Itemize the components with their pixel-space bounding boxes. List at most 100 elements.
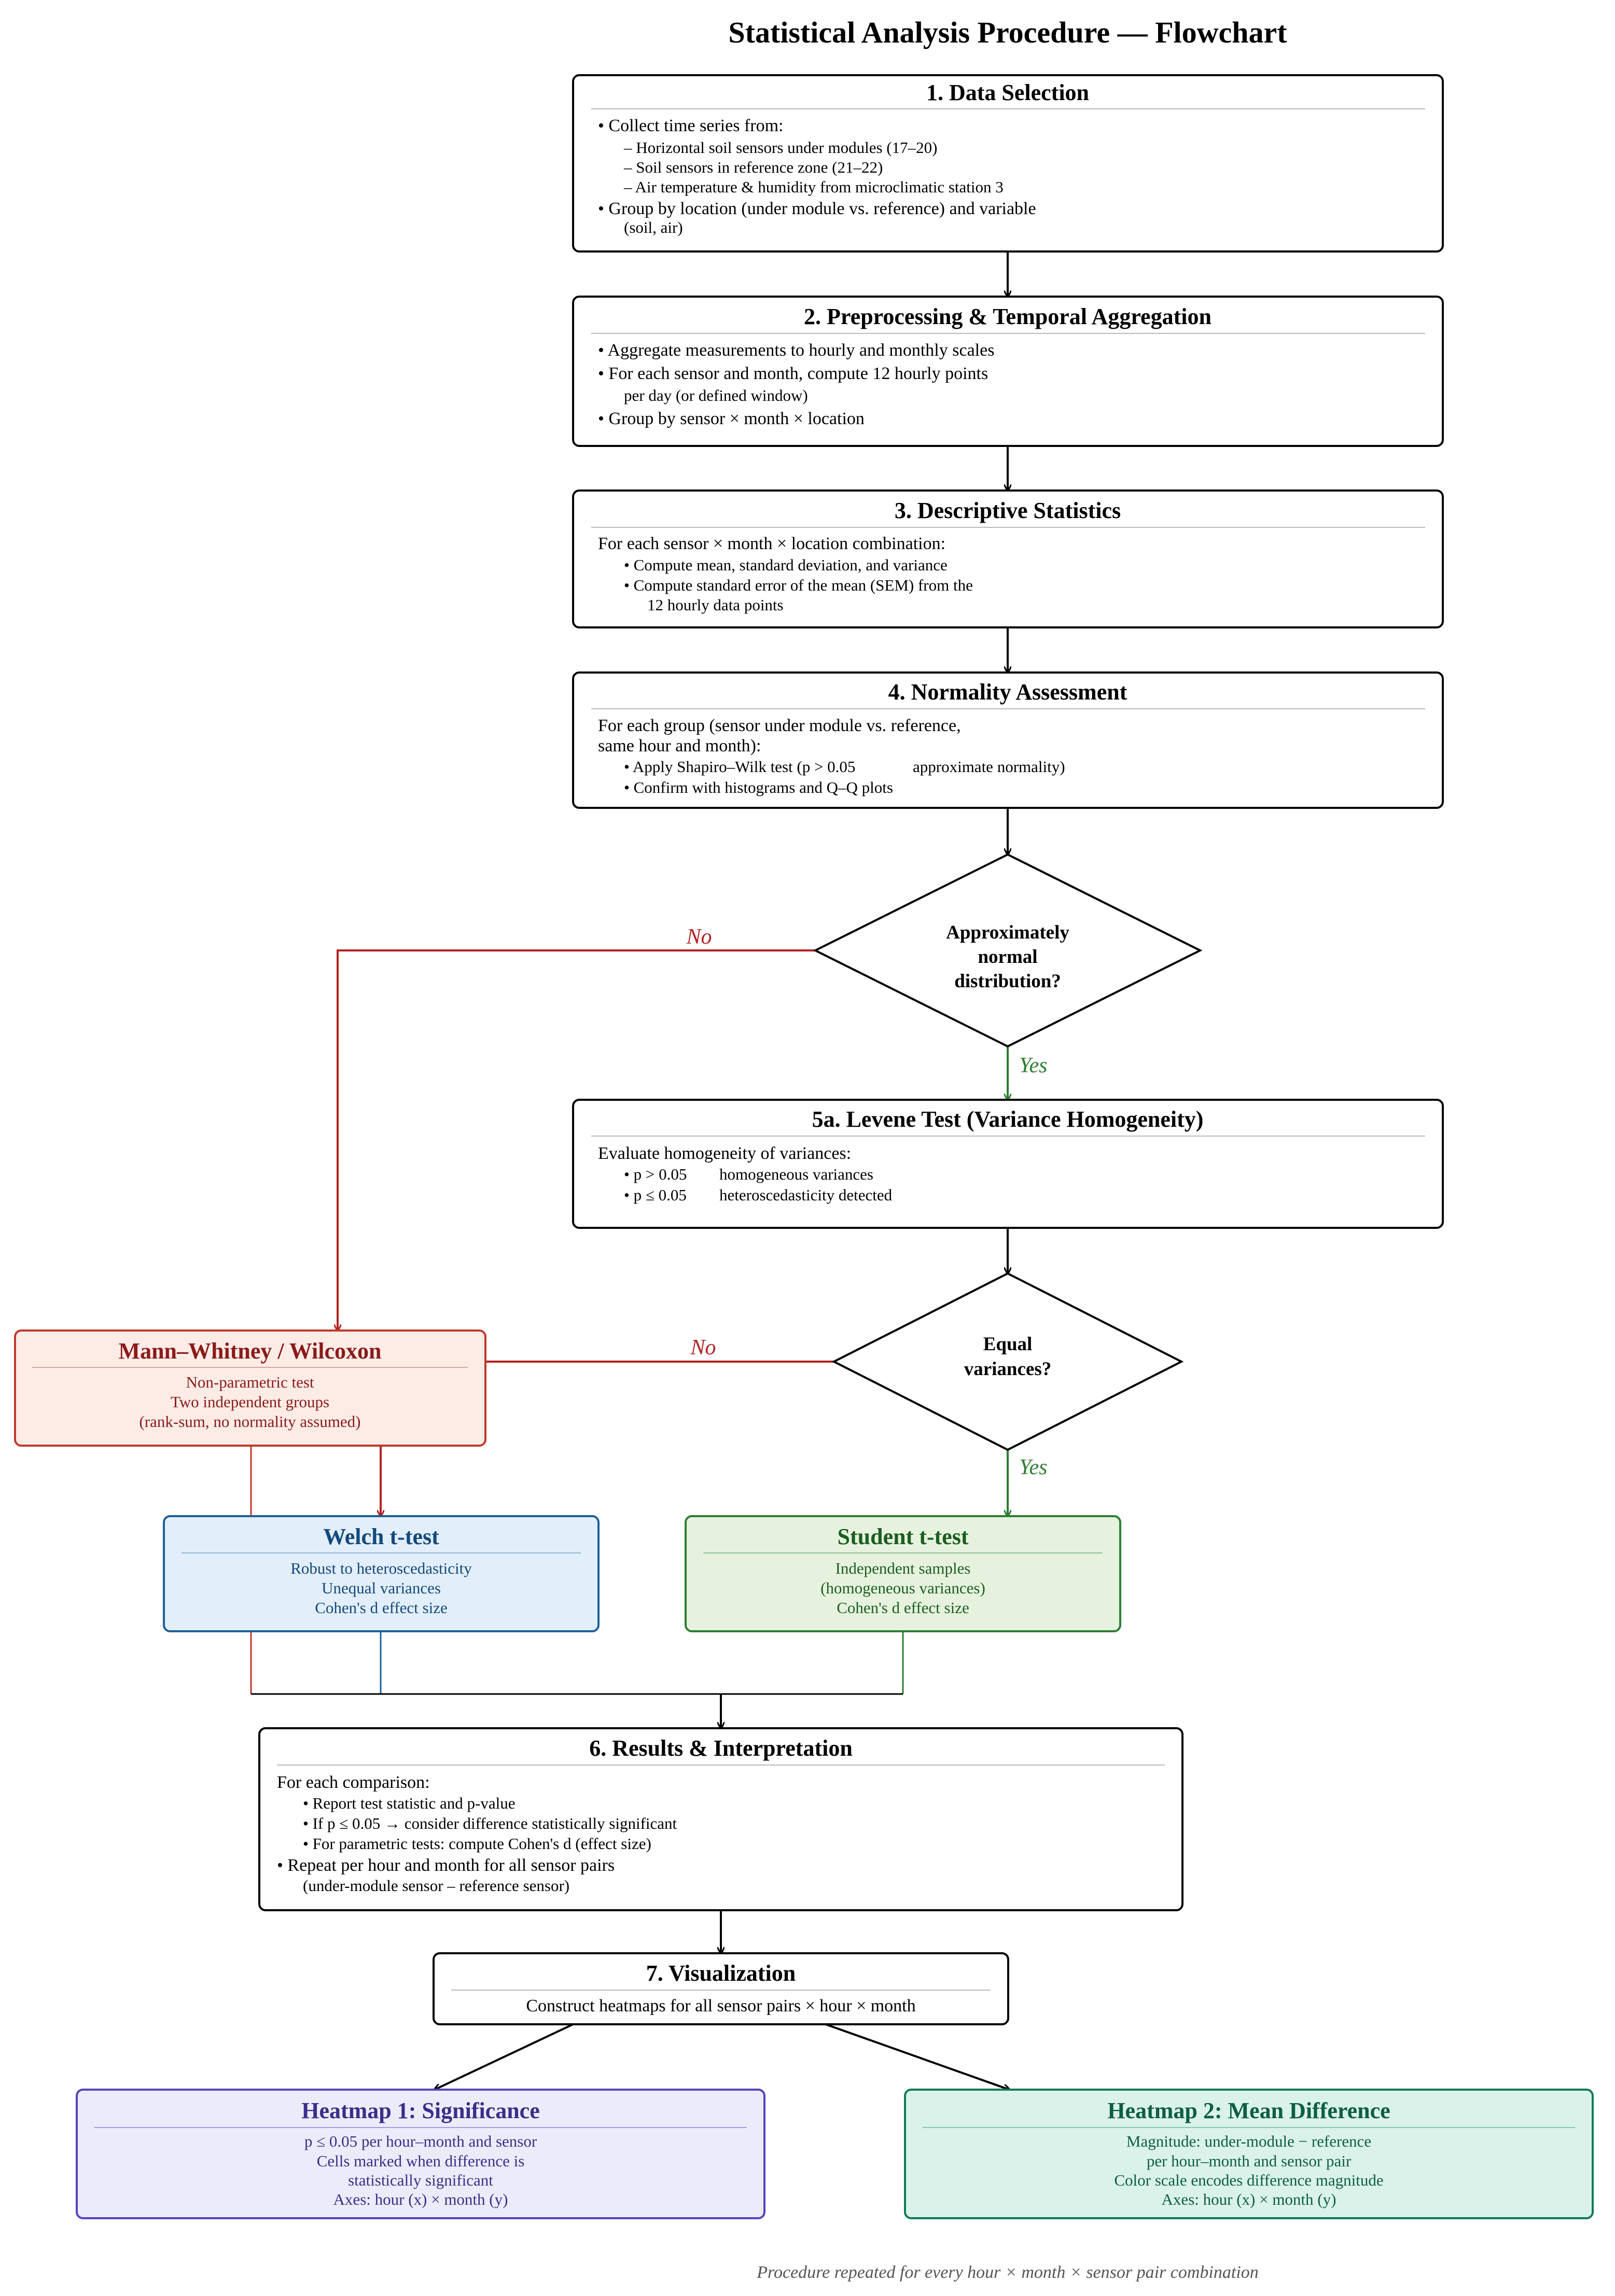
step-1-heading: 1. Data Selection (926, 80, 1089, 105)
step-6-box (258, 1727, 1184, 1911)
step-3-line-3: • Compute standard error of the mean (SE… (624, 576, 973, 594)
arrow-7-to-heatmap2 (825, 2023, 1009, 2090)
step-1-line-5: • Group by location (under module vs. re… (598, 199, 1036, 218)
step-4-line-3a: • Apply Shapiro–Wilk test (p > 0.05 (624, 758, 855, 776)
step-7-heading: 7. Visualization (646, 1961, 796, 1986)
step-6-heading: 6. Results & Interpretation (589, 1735, 853, 1761)
heatmap-2-line-2: per hour–month and sensor pair (1147, 2152, 1352, 2170)
step-6-line-3: • If p ≤ 0.05 → consider difference stat… (303, 1814, 677, 1832)
step-3-line-4: 12 hourly data points (647, 596, 784, 614)
student-line-2: (homogeneous variances) (820, 1579, 985, 1597)
step-4-normality: 4. Normality Assessment For each group (… (572, 671, 1444, 809)
student-line-1: Independent samples (836, 1559, 971, 1577)
heatmap-2-line-1: Magnitude: under-module − reference (1126, 2132, 1371, 2150)
step-4-heading: 4. Normality Assessment (888, 679, 1127, 705)
step-1-data-selection: 1. Data Selection • Collect time series … (572, 74, 1444, 253)
step-3-descriptive: 3. Descriptive Statistics For each senso… (572, 489, 1444, 628)
step-3-line-1: For each sensor × month × location combi… (598, 534, 945, 553)
step-5a-line-3b: heteroscedasticity detected (719, 1186, 893, 1204)
step-2-preprocessing: 2. Preprocessing & Temporal Aggregation … (572, 296, 1444, 447)
step-1-line-2: – Horizontal soil sensors under modules … (623, 138, 937, 157)
welch-line-2: Unequal variances (322, 1579, 441, 1597)
step-7-line-1: Construct heatmaps for all sensor pairs … (526, 1996, 915, 2015)
heatmap-1-line-1: p ≤ 0.05 per hour–month and sensor (304, 2132, 537, 2150)
student-heading: Student t-test (838, 1524, 969, 1549)
heatmap-1-line-2: Cells marked when difference is (317, 2152, 525, 2170)
step-6-line-4: • For parametric tests: compute Cohen's … (303, 1835, 651, 1853)
step-4-line-2: same hour and month): (598, 736, 761, 755)
step-6-line-5: • Repeat per hour and month for all sens… (277, 1856, 615, 1875)
step-1-box (572, 74, 1444, 253)
student-line-3: Cohen's d effect size (837, 1599, 969, 1617)
decision-equal-variances: Equal variances? (831, 1272, 1184, 1451)
heatmap-2-box (904, 2089, 1594, 2219)
page-title: Statistical Analysis Procedure — Flowcha… (728, 16, 1287, 49)
decision1-yes-label: Yes (1019, 1054, 1048, 1077)
step-2-line-2: • For each sensor and month, compute 12 … (598, 364, 988, 383)
step-1-line-3: – Soil sensors in reference zone (21–22) (623, 158, 883, 176)
step-5a-heading: 5a. Levene Test (Variance Homogeneity) (812, 1107, 1204, 1132)
heatmap-1-significance: Heatmap 1: Significance p ≤ 0.05 per hou… (76, 2089, 765, 2219)
step-1-line-6: (soil, air) (624, 218, 683, 236)
step-5a-box (572, 1099, 1444, 1229)
heatmap-1-line-4: Axes: hour (x) × month (y) (333, 2190, 508, 2208)
mann-whitney-line-3: (rank-sum, no normality assumed) (139, 1412, 360, 1431)
step-4-line-3b: approximate normality) (913, 758, 1065, 776)
decision-2-line-2: variances? (964, 1359, 1052, 1380)
decision-normality: Approximately normal distribution? (813, 853, 1203, 1048)
decision1-no-label: No (686, 925, 712, 949)
welch-line-1: Robust to heteroscedasticity (290, 1559, 472, 1577)
mann-whitney-box (14, 1329, 486, 1447)
decision-2-line-1: Equal (983, 1334, 1033, 1355)
step-1-line-1: • Collect time series from: (598, 116, 783, 135)
step-2-line-4: • Group by sensor × month × location (598, 409, 865, 428)
decision-1-diamond (813, 853, 1203, 1048)
heatmap-2-line-3: Color scale encodes difference magnitude (1114, 2171, 1383, 2189)
step-5a-levene: 5a. Levene Test (Variance Homogeneity) E… (572, 1099, 1444, 1229)
welch-box (163, 1515, 600, 1632)
welch-heading: Welch t-test (323, 1524, 439, 1549)
mann-whitney-line-2: Two independent groups (171, 1393, 329, 1411)
step-4-line-1: For each group (sensor under module vs. … (598, 716, 961, 735)
mann-whitney-heading: Mann–Whitney / Wilcoxon (119, 1338, 382, 1364)
mann-whitney-line-1: Non-parametric test (186, 1373, 314, 1391)
mann-whitney-box-group: Mann–Whitney / Wilcoxon Non-parametric t… (14, 1329, 486, 1447)
decision-1-line-2: normal (978, 946, 1037, 968)
step-5a-line-2b: homogeneous variances (719, 1165, 873, 1183)
welch-box-group: Welch t-test Robust to heteroscedasticit… (163, 1515, 600, 1632)
step-4-box (572, 671, 1444, 809)
arrow-decision1-no (338, 949, 815, 1331)
step-7-box (433, 1952, 1009, 2025)
footer-note: Procedure repeated for every hour × mont… (756, 2263, 1259, 2282)
step-2-line-3: per day (or defined window) (624, 386, 808, 404)
step-6-line-2: • Report test statistic and p-value (303, 1794, 515, 1812)
step-5a-line-1: Evaluate homogeneity of variances: (598, 1144, 851, 1163)
step-5a-line-2a: • p > 0.05 (624, 1165, 687, 1183)
decision-2-diamond (831, 1272, 1184, 1451)
decision2-yes-label: Yes (1019, 1455, 1048, 1479)
heatmap-1-box (76, 2089, 765, 2219)
step-6-results: 6. Results & Interpretation For each com… (258, 1727, 1184, 1911)
step-3-heading: 3. Descriptive Statistics (895, 498, 1121, 523)
welch-line-3: Cohen's d effect size (315, 1599, 448, 1617)
step-2-heading: 2. Preprocessing & Temporal Aggregation (804, 304, 1212, 329)
step-2-line-1: • Aggregate measurements to hourly and m… (598, 341, 994, 360)
step-5a-line-3a: • p ≤ 0.05 (624, 1186, 687, 1204)
step-3-line-2: • Compute mean, standard deviation, and … (624, 556, 948, 574)
step-1-line-4: – Air temperature & humidity from microc… (623, 178, 1004, 196)
heatmap-1-heading: Heatmap 1: Significance (301, 2098, 540, 2123)
connectors (250, 251, 1009, 2090)
decision-1-line-3: distribution? (954, 971, 1061, 992)
step-6-line-1: For each comparison: (277, 1773, 430, 1792)
heatmap-2-mean-difference: Heatmap 2: Mean Difference Magnitude: un… (904, 2089, 1594, 2219)
heatmap-2-line-4: Axes: hour (x) × month (y) (1162, 2190, 1336, 2208)
step-7-visualization: 7. Visualization Construct heatmaps for … (433, 1952, 1009, 2025)
student-box-group: Student t-test Independent samples (homo… (685, 1515, 1121, 1632)
heatmap-2-heading: Heatmap 2: Mean Difference (1107, 2098, 1390, 2123)
step-6-line-6: (under-module sensor – reference sensor) (303, 1877, 569, 1895)
decision2-no-label: No (690, 1336, 716, 1360)
student-box (685, 1515, 1121, 1632)
heatmap-1-line-3: statistically significant (348, 2171, 493, 2189)
step-4-line-4: • Confirm with histograms and Q–Q plots (624, 778, 893, 796)
